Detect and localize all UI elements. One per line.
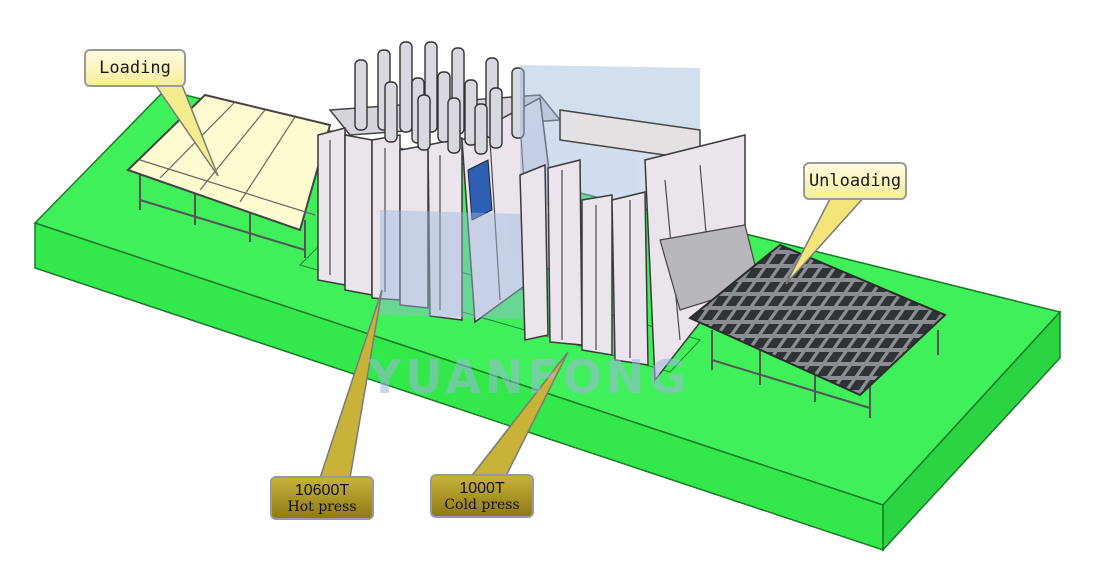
hot-press-name: Hot press (287, 498, 357, 515)
unloading-callout: Unloading (803, 162, 907, 200)
unloading-table (688, 243, 947, 418)
cold-press-name: Cold press (444, 496, 520, 513)
cold-press-callout: 1000T Cold press (430, 474, 534, 518)
hot-press-machine (317, 41, 562, 324)
watermark-text: YUANFONG (368, 350, 691, 404)
cold-press-tonnage: 1000T (459, 480, 505, 497)
loading-callout: Loading (84, 49, 186, 87)
loading-table (126, 93, 332, 258)
hot-press-tonnage: 10600T (294, 482, 350, 499)
unloading-label: Unloading (808, 171, 902, 191)
hot-press-callout: 10600T Hot press (270, 476, 374, 520)
loading-label: Loading (99, 58, 171, 78)
cold-press-machine (519, 109, 761, 383)
